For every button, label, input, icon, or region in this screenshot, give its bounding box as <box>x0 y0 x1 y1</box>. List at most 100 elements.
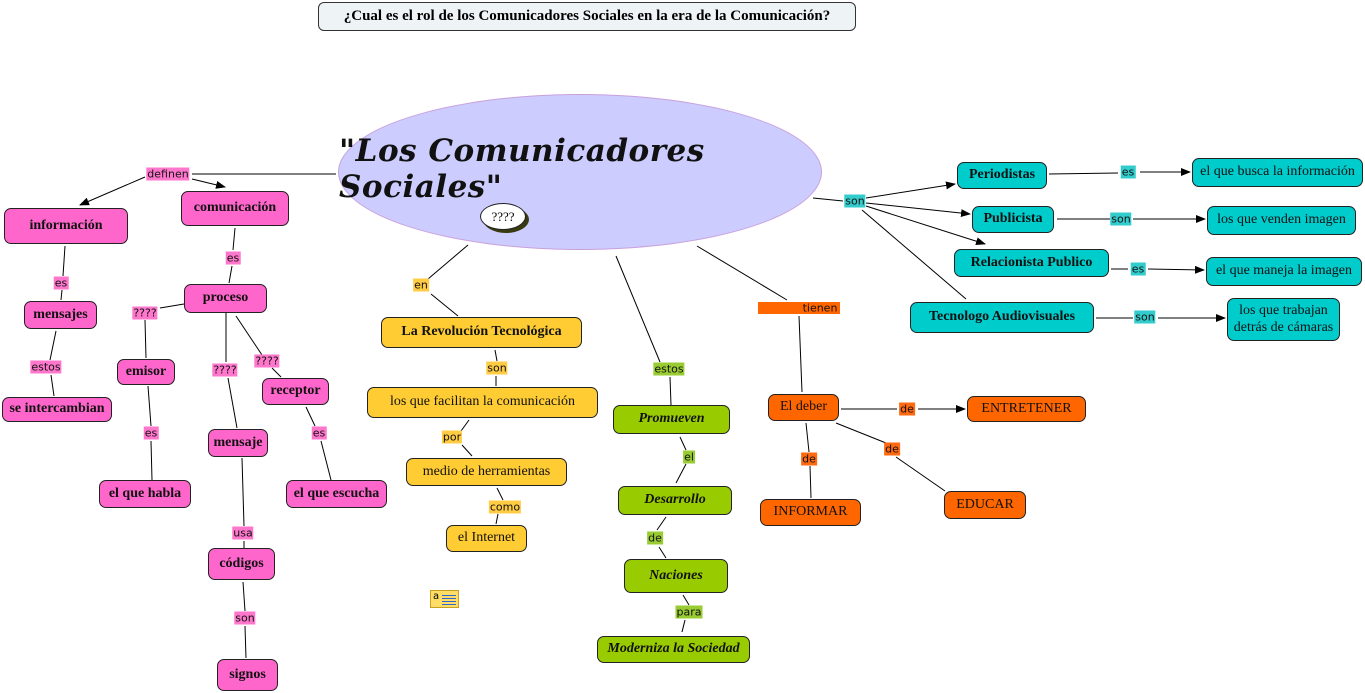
concept-informar[interactable]: INFORMAR <box>760 499 861 526</box>
linking-phrase-tienen[interactable]: tienen <box>802 301 838 315</box>
linking-phrase-es6[interactable]: es <box>1130 262 1146 276</box>
connection-line <box>861 209 967 300</box>
concept-publicista[interactable]: Publicista <box>972 206 1054 233</box>
concept-trabajan[interactable]: los que trabajan detrás de cámaras <box>1227 298 1340 341</box>
linking-phrase-es2[interactable]: es <box>225 251 241 265</box>
connection-line <box>50 374 55 397</box>
concept-se-intercambian[interactable]: se intercambian <box>2 397 112 422</box>
connection-line <box>305 406 316 427</box>
connection-line <box>865 181 956 199</box>
linking-phrase-de1[interactable]: de <box>647 531 663 545</box>
concept-entretener[interactable]: ENTRETENER <box>967 396 1086 422</box>
concept-mensajes[interactable]: mensajes <box>24 301 97 329</box>
linking-phrase-q2[interactable]: ???? <box>212 363 238 377</box>
concept-codigos[interactable]: códigos <box>208 548 275 580</box>
connection-line <box>49 330 57 361</box>
connection-line <box>228 265 233 284</box>
linking-phrase-estos1[interactable]: estos <box>30 360 62 374</box>
concept-desarrollo[interactable]: Desarrollo <box>618 486 732 515</box>
linking-phrase-como[interactable]: como <box>488 500 522 514</box>
connection-line <box>495 513 499 525</box>
concept-periodistas[interactable]: Periodistas <box>957 162 1047 189</box>
linking-phrase-es4[interactable]: es <box>311 426 327 440</box>
connection-line <box>865 202 971 218</box>
connection-line <box>79 176 146 206</box>
linking-phrase-son4[interactable]: son <box>1110 212 1132 226</box>
linking-phrase-bar <box>758 302 840 314</box>
concept-el-que-habla[interactable]: el que habla <box>99 480 191 508</box>
connection-line <box>1147 265 1205 274</box>
concept-revolucion[interactable]: La Revolución Tecnológica <box>381 317 582 348</box>
linking-phrase-q1[interactable]: ???? <box>132 306 158 320</box>
connection-line <box>191 178 226 189</box>
connection-line <box>60 289 63 301</box>
connection-line <box>461 444 473 457</box>
connection-line <box>658 546 667 559</box>
concept-facilitan[interactable]: los que facilitan la comunicación <box>367 387 598 418</box>
connection-line <box>615 255 661 363</box>
concept-educar[interactable]: EDUCAR <box>944 491 1026 519</box>
note-glyph: a <box>433 591 440 602</box>
concept-receptor[interactable]: receptor <box>262 378 329 405</box>
linking-phrase-usa[interactable]: usa <box>232 526 254 540</box>
concept-promueven[interactable]: Promueven <box>613 405 730 434</box>
linking-phrase-es5[interactable]: es <box>1120 165 1136 179</box>
concept-el-que-escucha[interactable]: el que escucha <box>286 480 387 508</box>
connection-line <box>865 205 986 246</box>
linking-phrase-es3[interactable]: es <box>143 426 159 440</box>
concept-mensaje[interactable]: mensaje <box>208 429 268 457</box>
connection-line <box>809 465 812 499</box>
annotation-note-icon[interactable]: a <box>430 590 459 608</box>
linking-phrase-son1[interactable]: son <box>234 611 256 625</box>
concept-informacion[interactable]: información <box>4 208 128 244</box>
linking-phrase-de2[interactable]: de <box>899 402 915 416</box>
concept-venden[interactable]: los que venden imagen <box>1207 206 1356 235</box>
connection-line <box>150 440 153 481</box>
connection-line <box>271 367 282 378</box>
connection-line <box>244 625 247 659</box>
connection-line <box>242 581 246 612</box>
linking-phrase-el[interactable]: el <box>683 450 695 464</box>
concept-emisor[interactable]: emisor <box>117 359 175 385</box>
concept-deber[interactable]: El deber <box>768 394 839 421</box>
connection-line <box>1048 172 1119 175</box>
concept-tecnologo[interactable]: Tecnologo Audiovisuales <box>910 302 1094 333</box>
connection-line <box>460 419 470 432</box>
connection-line <box>62 245 66 277</box>
linking-phrase-de4[interactable]: de <box>884 442 900 456</box>
linking-phrase-en[interactable]: en <box>413 278 429 292</box>
connection-line <box>696 245 788 301</box>
linking-phrase-de3[interactable]: de <box>801 452 817 466</box>
connection-line <box>682 594 690 606</box>
connection-line <box>159 303 185 309</box>
concept-moderniza[interactable]: Moderniza la Sociedad <box>597 636 750 663</box>
connection-line <box>496 487 504 501</box>
linking-phrase-q3[interactable]: ???? <box>254 354 280 368</box>
concept-maneja[interactable]: el que maneja la imagen <box>1206 257 1362 286</box>
concept-naciones[interactable]: Naciones <box>624 559 728 593</box>
linking-phrase-para[interactable]: para <box>675 605 703 619</box>
linking-phrase-por[interactable]: por <box>441 430 463 444</box>
map-title: ¿Cual es el rol de los Comunicadores Soc… <box>318 2 856 31</box>
concept-comunicacion[interactable]: comunicación <box>181 191 289 226</box>
concept-medio[interactable]: medio de herramientas <box>406 458 567 486</box>
linking-phrase-definen[interactable]: definen <box>146 167 190 181</box>
concept-proceso[interactable]: proceso <box>184 284 267 313</box>
concept-busca[interactable]: el que busca la información <box>1192 158 1363 187</box>
linking-phrase-es1[interactable]: es <box>53 276 69 290</box>
linking-phrase-son5[interactable]: son <box>1134 310 1156 324</box>
concept-internet[interactable]: el Internet <box>446 525 527 552</box>
unknown-concept-badge[interactable]: ???? <box>480 203 526 230</box>
linking-phrase-son3[interactable]: son <box>844 194 866 208</box>
connection-line <box>227 377 238 429</box>
root-concept[interactable]: "Los Comunicadores Sociales" <box>338 94 822 250</box>
concept-signos[interactable]: signos <box>217 659 278 691</box>
connection-line <box>235 315 263 356</box>
linking-phrase-son2[interactable]: son <box>486 361 508 375</box>
connection-line <box>675 463 687 484</box>
connection-line <box>669 376 672 406</box>
concept-relacionista[interactable]: Relacionista Publico <box>954 249 1109 277</box>
linking-phrase-estos2[interactable]: estos <box>653 362 685 376</box>
connection-line <box>681 619 686 633</box>
